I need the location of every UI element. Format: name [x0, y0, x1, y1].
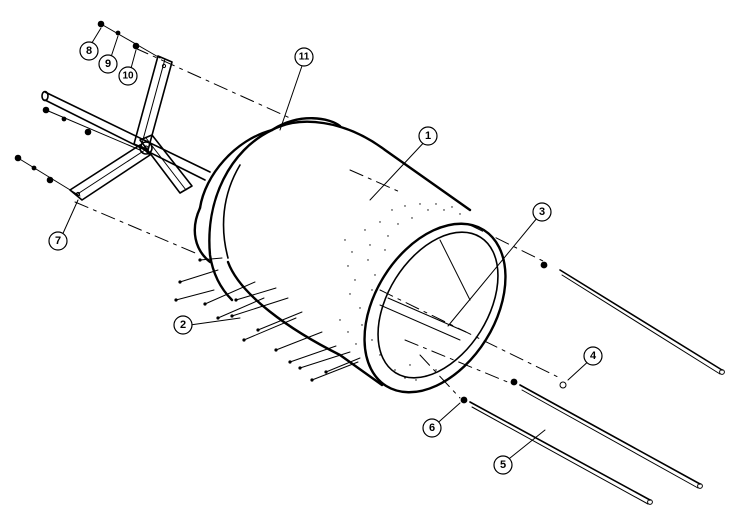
callout-6-label: 6: [429, 422, 435, 434]
callout-1: 1: [418, 126, 438, 146]
callout-11-label: 11: [299, 52, 310, 63]
callout-8-label: 8: [86, 45, 92, 57]
callout-7: 7: [48, 231, 68, 251]
callout-5-label: 5: [500, 459, 506, 471]
tie-rods: [460, 261, 725, 505]
callout-1-label: 1: [425, 130, 431, 142]
callout-6: 6: [422, 418, 442, 438]
callout-3-label: 3: [539, 206, 545, 218]
clamp-ring: [193, 117, 342, 264]
callout-9: 9: [98, 54, 118, 74]
callout-2-label: 2: [180, 319, 186, 331]
callout-4: 4: [583, 346, 603, 366]
callout-10: 10: [118, 66, 138, 86]
callout-4-label: 4: [590, 350, 597, 362]
drum-body: [208, 120, 507, 394]
screws-cluster: [174, 257, 361, 382]
callout-2: 2: [173, 315, 193, 335]
callout-9-label: 9: [105, 58, 111, 70]
callout-10-label: 10: [122, 71, 134, 82]
bracket-fasteners: [14, 20, 161, 197]
callout-8: 8: [79, 41, 99, 61]
drum-stipple: [339, 203, 461, 381]
callout-3: 3: [532, 202, 552, 222]
callout-7-label: 7: [55, 235, 61, 247]
assembly-centerlines: [74, 47, 561, 399]
callout-5: 5: [493, 455, 513, 475]
main-shaft: [41, 90, 211, 181]
leader-lines: [59, 27, 593, 463]
callout-11: 11: [294, 47, 314, 67]
